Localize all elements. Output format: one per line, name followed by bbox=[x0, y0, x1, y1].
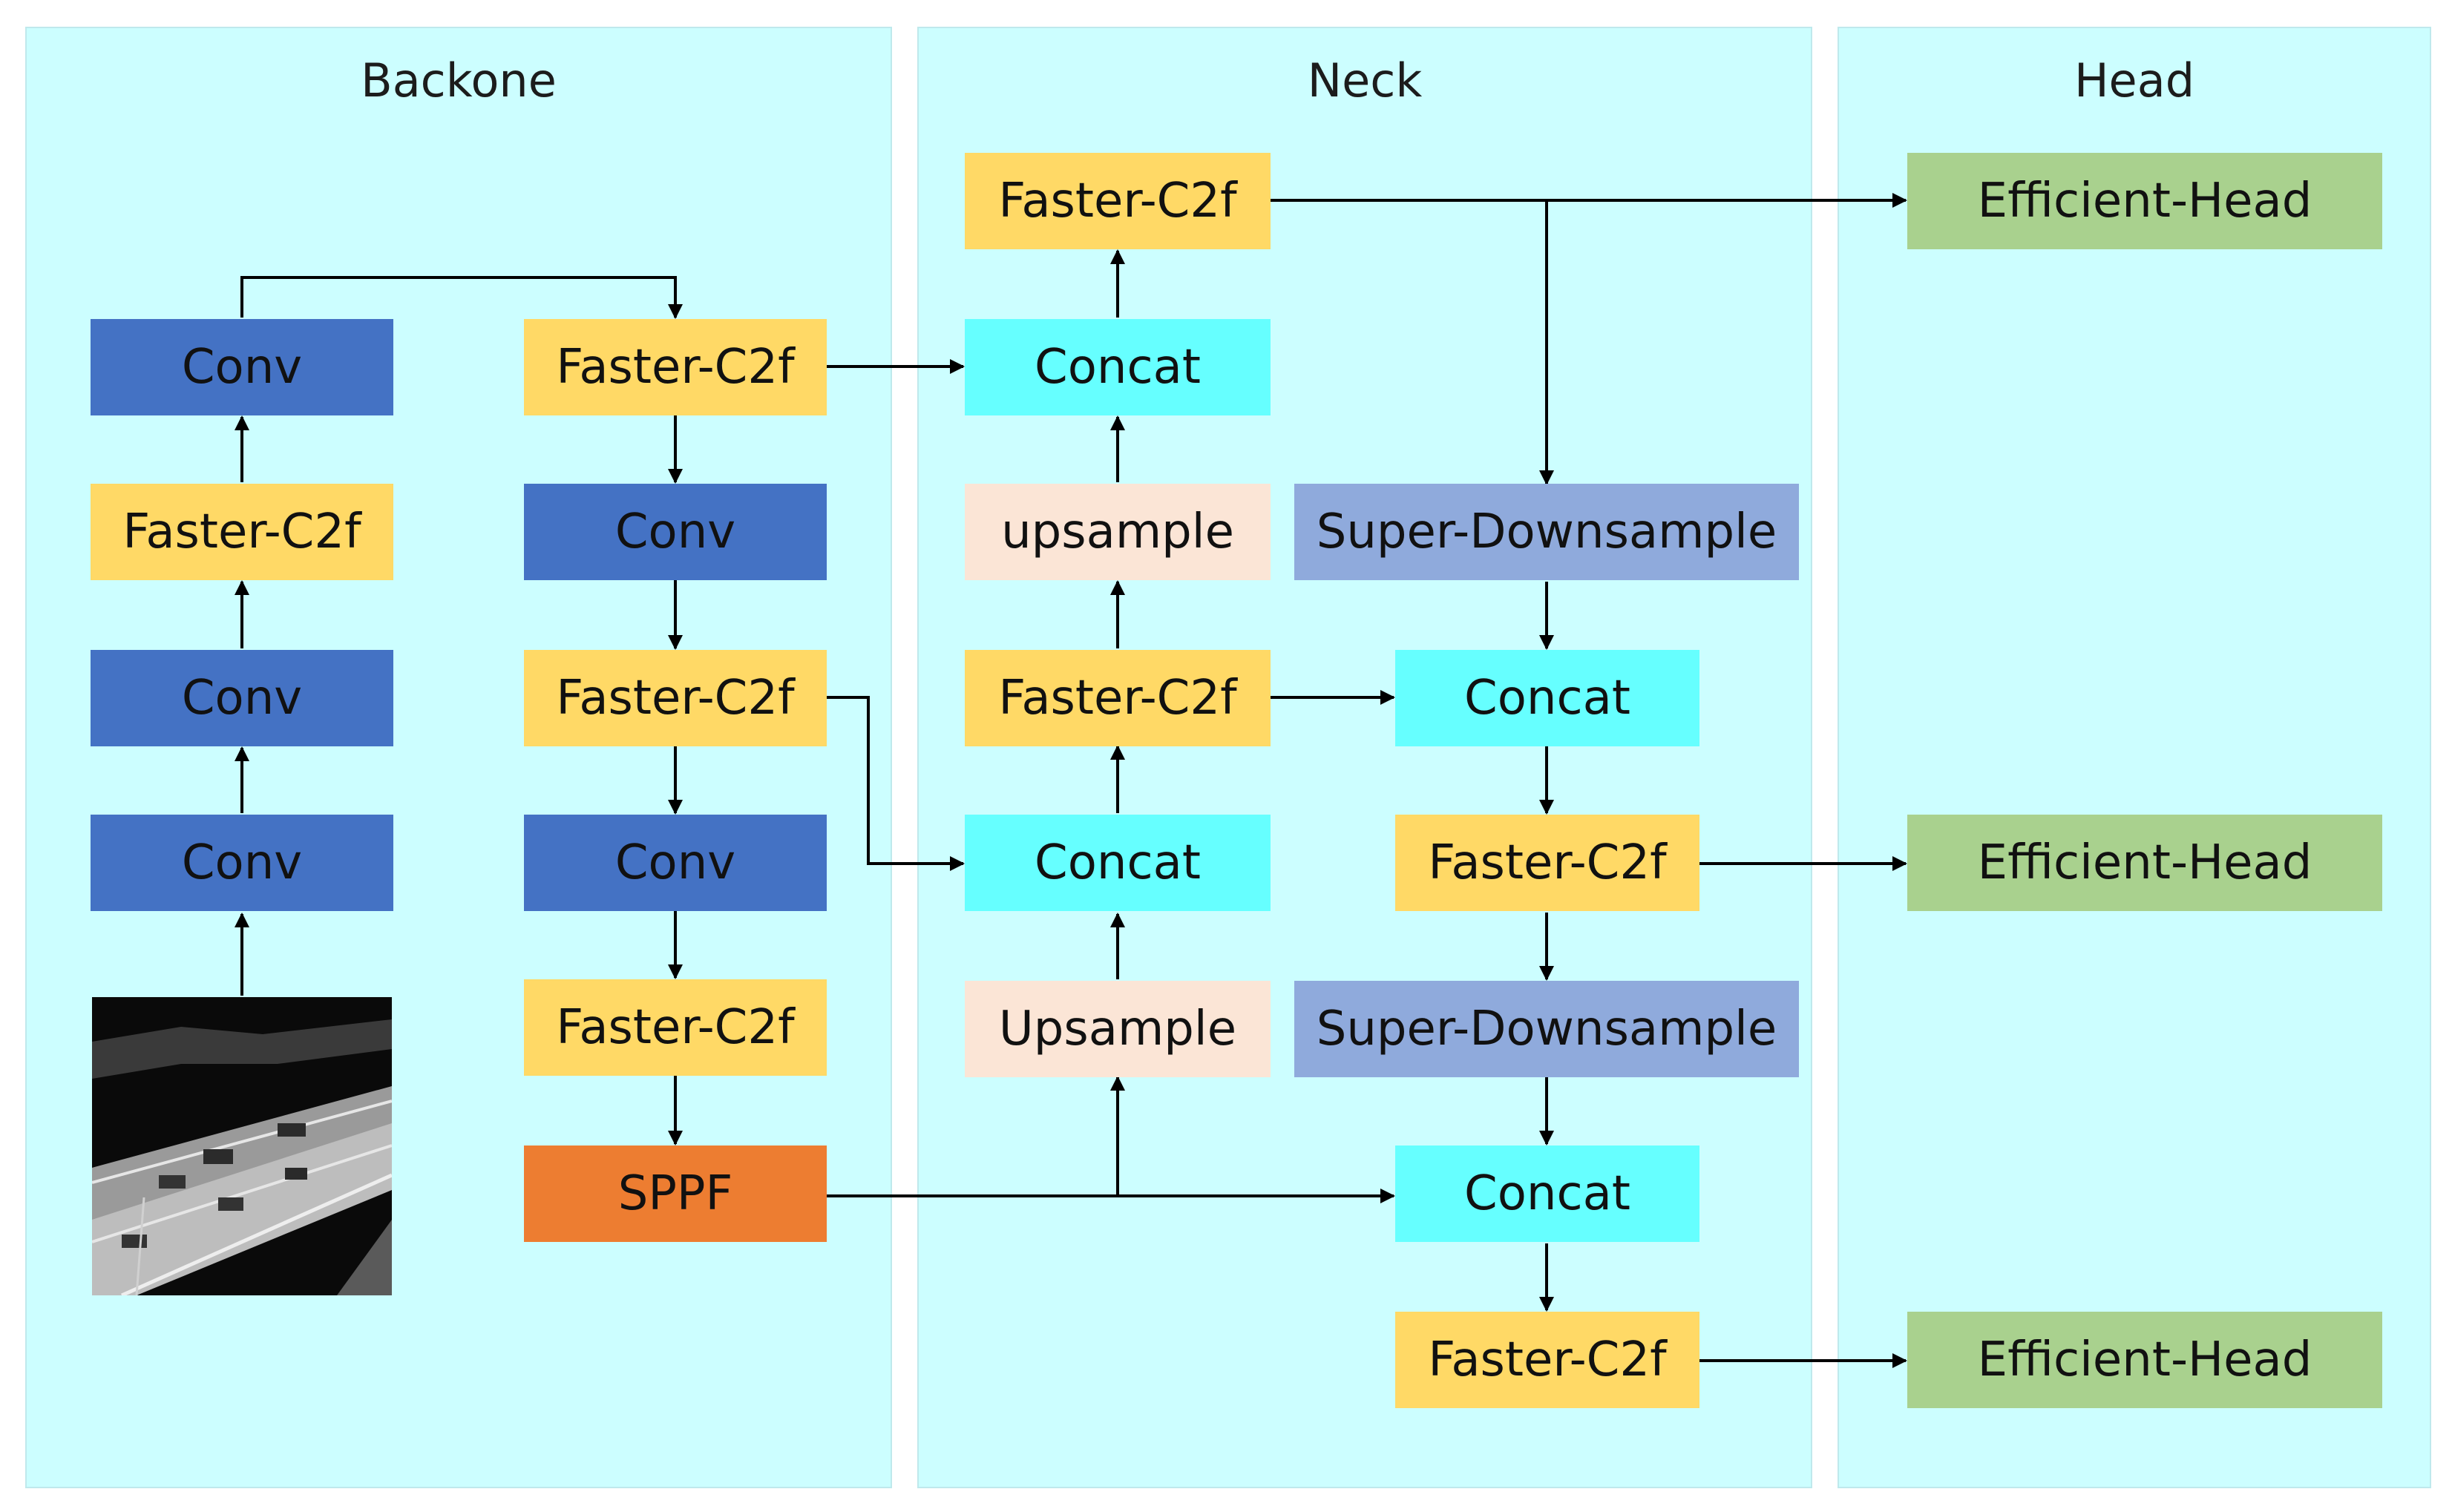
nk-concat-4: Concat bbox=[1395, 1145, 1699, 1242]
backbone-title: Backone bbox=[361, 53, 557, 108]
bb-conv-3: Conv bbox=[91, 319, 393, 415]
nk-concat-1: Concat bbox=[965, 319, 1271, 415]
nk-faster-c2f-top: Faster-C2f bbox=[965, 153, 1271, 249]
bb-faster-c2f-4: Faster-C2f bbox=[524, 979, 827, 1076]
edge-conv3-to-c2f2 bbox=[240, 276, 683, 319]
bb-conv-2: Conv bbox=[91, 650, 393, 746]
nk-super-downsample-2: Super-Downsample bbox=[1294, 981, 1799, 1077]
nk-upsample-2: Upsample bbox=[965, 981, 1271, 1077]
bb-conv-4: Conv bbox=[524, 484, 827, 580]
hd-efficient-head-2: Efficient-Head bbox=[1907, 815, 2382, 911]
nk-concat-3: Concat bbox=[1395, 650, 1699, 746]
nk-faster-c2f-mid: Faster-C2f bbox=[965, 650, 1271, 746]
nk-faster-c2f-p5: Faster-C2f bbox=[1395, 1312, 1699, 1408]
bb-conv-5: Conv bbox=[524, 815, 827, 911]
bb-sppf: SPPF bbox=[524, 1145, 827, 1242]
head-panel: Head bbox=[1838, 27, 2431, 1488]
nk-upsample-1: upsample bbox=[965, 484, 1271, 580]
input-image bbox=[92, 997, 392, 1295]
edge-c2f3-to-concat2 bbox=[827, 696, 965, 871]
hd-efficient-head-1: Efficient-Head bbox=[1907, 153, 2382, 249]
bb-faster-c2f-3: Faster-C2f bbox=[524, 650, 827, 746]
nk-faster-c2f-p4: Faster-C2f bbox=[1395, 815, 1699, 911]
neck-panel: Neck bbox=[917, 27, 1812, 1488]
neck-title: Neck bbox=[1307, 53, 1423, 108]
bb-faster-c2f-2: Faster-C2f bbox=[524, 319, 827, 415]
hd-efficient-head-3: Efficient-Head bbox=[1907, 1312, 2382, 1408]
bb-faster-c2f-1: Faster-C2f bbox=[91, 484, 393, 580]
bb-conv-1: Conv bbox=[91, 815, 393, 911]
nk-concat-2: Concat bbox=[965, 815, 1271, 911]
nk-super-downsample-1: Super-Downsample bbox=[1294, 484, 1799, 580]
head-title: Head bbox=[2074, 53, 2195, 108]
